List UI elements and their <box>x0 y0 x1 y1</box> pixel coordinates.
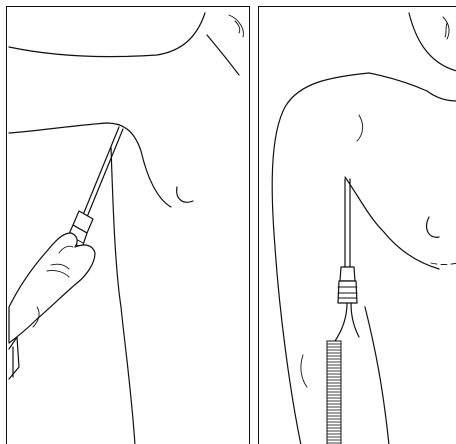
hand-icon <box>9 233 95 343</box>
connector-icon <box>338 267 357 303</box>
collarbone-line <box>207 35 239 75</box>
torso-side <box>111 147 135 444</box>
coiled-cable-icon <box>327 341 341 444</box>
coiled-cable-icon <box>9 337 19 379</box>
cable-segment <box>335 303 347 341</box>
neck-outline <box>9 13 205 57</box>
ear-detail <box>229 15 243 37</box>
nipple-mark <box>177 187 193 202</box>
chest-side <box>345 177 439 269</box>
shoulder-top <box>369 73 427 91</box>
nipple-mark <box>427 217 439 237</box>
ear-detail <box>443 17 449 39</box>
right-illustration-panel <box>258 6 456 444</box>
left-panel-drawing <box>7 7 250 444</box>
elbow-mark <box>301 355 307 387</box>
chin-outline <box>409 13 456 71</box>
torso-side <box>365 307 389 444</box>
cable-segment <box>351 303 359 337</box>
catheter-icon <box>345 179 350 267</box>
left-illustration-panel <box>6 6 250 444</box>
catheter-icon <box>83 127 123 217</box>
shoulder-muscle-mark <box>357 115 363 141</box>
collarbone-line <box>427 91 456 101</box>
shoulder-arm-outline <box>272 73 369 444</box>
right-panel-drawing <box>259 7 456 444</box>
chest-contour-dash <box>431 263 456 265</box>
chest-contour <box>9 123 171 207</box>
